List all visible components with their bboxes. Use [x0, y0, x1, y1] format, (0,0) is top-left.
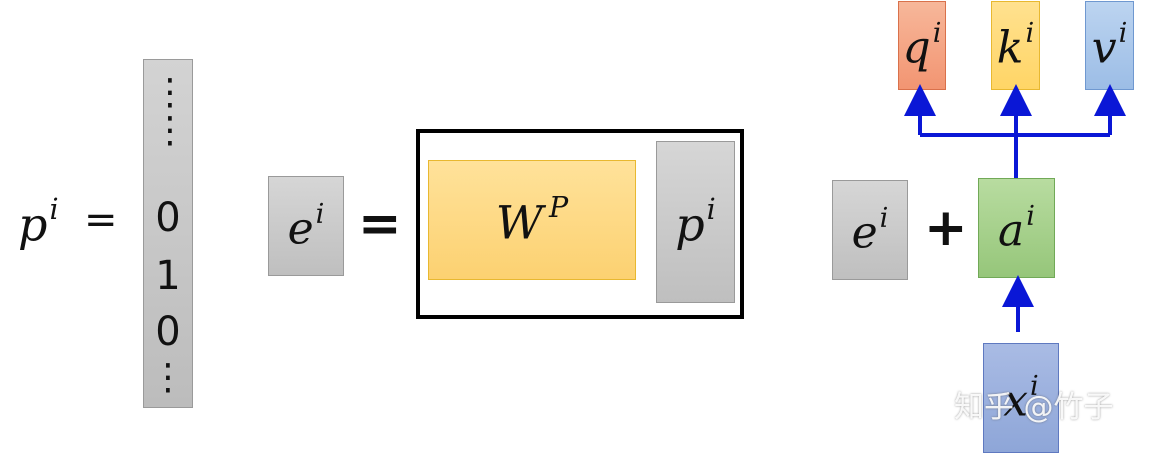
vector-top-dots: ⋮⋮	[152, 72, 188, 151]
ei-box: ei	[268, 176, 344, 276]
vector-value-0: 0	[155, 195, 181, 241]
wp-sup: P	[549, 191, 569, 225]
ei-right-box: ei	[832, 180, 908, 280]
vector-value-1: 1	[155, 253, 181, 299]
ai-sup: i	[1026, 200, 1035, 232]
vector-value-2: 0	[155, 309, 181, 355]
vi-sup: i	[1118, 18, 1128, 50]
matrix-product-frame	[416, 129, 744, 319]
ei-right-sup: i	[879, 202, 889, 234]
ki-sup: i	[1025, 18, 1035, 50]
watermark: 知乎 @竹子	[954, 390, 1114, 425]
pi-vec-base: p	[675, 197, 705, 252]
qi-base: q	[902, 22, 931, 74]
xi-sup: i	[1030, 370, 1039, 402]
pi-sup: i	[49, 193, 59, 226]
wp-base: W	[495, 195, 544, 250]
pi-label: pi	[18, 193, 59, 247]
qi-box: qi	[898, 1, 946, 90]
ei-sup: i	[315, 198, 325, 230]
xi-box: xi	[983, 343, 1059, 453]
pi-base: p	[18, 197, 48, 252]
pi-equals: =	[84, 197, 118, 243]
ei-right-base: e	[851, 207, 878, 259]
vi-box: vi	[1085, 1, 1134, 90]
xi-base: x	[1003, 375, 1029, 427]
embed-equals: =	[358, 194, 402, 254]
ai-box: ai	[978, 178, 1055, 278]
pi-vector-box: pi	[656, 141, 735, 303]
vi-base: v	[1091, 22, 1117, 74]
qi-sup: i	[932, 18, 942, 50]
ei-base: e	[287, 203, 314, 255]
pi-vec-sup: i	[706, 193, 716, 227]
vector-bottom-dots: ⋮	[150, 357, 186, 398]
ki-base: k	[996, 22, 1024, 74]
ai-base: a	[998, 205, 1025, 257]
one-hot-vector: ⋮⋮ 0 1 0 ⋮	[143, 59, 193, 408]
plus-sign: +	[924, 198, 968, 258]
